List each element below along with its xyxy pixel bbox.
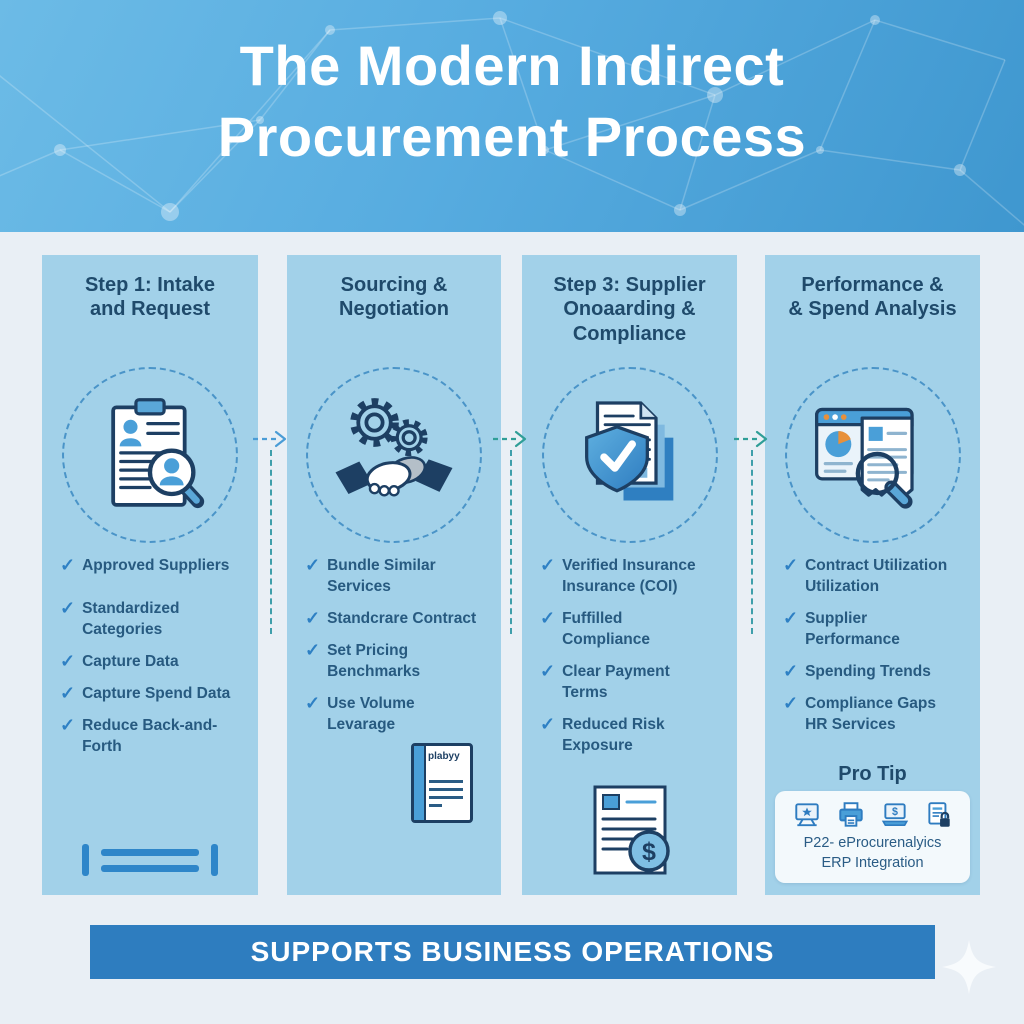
check-icon: ✓	[60, 555, 76, 575]
checklist-item: ✓Use Volume Levarage	[305, 693, 415, 733]
pro-tip-title: Pro Tip	[838, 763, 907, 785]
footer-banner-text: SUPPORTS BUSINESS OPERATIONS	[250, 936, 775, 967]
step2-checklist: ✓Bundle Similar Services ✓Standcrare Con…	[295, 555, 493, 746]
step1-icon-area	[50, 361, 250, 549]
monitor-star-icon	[794, 803, 819, 827]
arrow-step1-to-step2	[253, 430, 287, 448]
step4-title: Performance & & Spend Analysis	[788, 274, 957, 321]
invoice-dollar-icon: $	[593, 785, 670, 875]
dashed-connector-line	[751, 450, 753, 634]
gears-handshake-icon	[335, 398, 453, 497]
checklist-item: ✓Spending Trends	[783, 661, 931, 681]
check-icon: ✓	[783, 608, 799, 628]
checklist-item: ✓Set Pricing Benchmarks	[305, 640, 421, 680]
bars-decoration	[82, 843, 218, 877]
dashed-circle-decoration	[541, 367, 718, 543]
checklist-item: ✓Capture Data	[60, 651, 179, 671]
check-icon: ✓	[783, 661, 799, 681]
step4-icon-area	[773, 361, 972, 549]
checklist-item: ✓Compliance Gaps HR Services	[783, 693, 937, 733]
shield-documents-icon	[584, 401, 673, 501]
dashed-circle-decoration	[62, 367, 238, 543]
check-icon: ✓	[60, 651, 76, 671]
checklist-item: ✓Supplier Performance	[783, 608, 900, 648]
sparkle-decoration	[942, 940, 996, 994]
checklist-item: ✓Verified Insurance Insurance (COI)	[540, 555, 696, 595]
check-icon: ✓	[305, 555, 321, 575]
clipboard-magnifier-icon	[111, 398, 205, 509]
check-icon: ✓	[305, 608, 321, 628]
step3-checklist: ✓Verified Insurance Insurance (COI) ✓Fuf…	[530, 555, 729, 767]
step3-title: Step 3: Supplier Onoaarding & Compliance	[553, 274, 706, 345]
printer-icon	[838, 802, 863, 828]
check-icon: ✓	[540, 714, 556, 734]
check-icon: ✓	[783, 693, 799, 713]
arrow-step2-to-step3	[493, 430, 527, 448]
playbook-icon: plabyy	[411, 743, 473, 823]
pro-tip-box: $ P22- eProcurenalyics ERP Integration	[775, 791, 970, 883]
step2-title: Sourcing & Negotiation	[339, 274, 449, 321]
step1-title: Step 1: Intake and Request	[84, 274, 216, 321]
check-icon: ✓	[60, 598, 76, 618]
arrow-step3-to-step4	[734, 430, 768, 448]
checklist-item: ✓Approved Suppliers	[60, 555, 230, 575]
checklist-item: ✓Standcrare Contract	[305, 608, 477, 628]
checklist-item: ✓Capture Spend Data	[60, 683, 231, 703]
check-icon: ✓	[783, 555, 799, 575]
dashed-circle-decoration	[306, 367, 482, 543]
check-icon: ✓	[540, 608, 556, 628]
document-lock-icon	[927, 802, 950, 828]
check-icon: ✓	[60, 715, 76, 735]
step-card-sourcing-negotiation: Sourcing & Negotiation ✓Bundle Simi	[287, 255, 501, 895]
dollar-glyph: $	[642, 838, 656, 866]
checklist-item: ✓Standardized Categories	[60, 598, 180, 638]
book-spine	[414, 746, 426, 820]
dashed-connector-line	[270, 450, 272, 634]
check-icon: ✓	[305, 693, 321, 713]
dashed-circle-decoration	[784, 367, 961, 543]
pro-tip-text: P22- eProcurenalyics ERP Integration	[803, 835, 942, 871]
step-card-supplier-onboarding: Step 3: Supplier Onoaarding & Compliance	[522, 255, 737, 895]
dashed-connector-line	[510, 450, 512, 634]
checklist-item: ✓Reduce Back-and-Forth	[60, 715, 218, 755]
dollar-glyph: $	[892, 806, 898, 818]
page-title: The Modern Indirect Procurement Process	[217, 34, 807, 169]
check-icon: ✓	[305, 640, 321, 660]
analytics-magnifier-icon	[814, 407, 914, 509]
checklist-item: ✓Bundle Similar Services	[305, 555, 436, 595]
check-icon: ✓	[60, 683, 76, 703]
step2-icon-area	[295, 361, 493, 549]
checklist-item: ✓Contract Utilization Utilization	[783, 555, 948, 595]
checklist-item: ✓Fuffilled Compliance	[540, 608, 650, 648]
step4-checklist: ✓Contract Utilization Utilization ✓Suppl…	[773, 555, 972, 746]
step3-icon-area	[530, 361, 729, 549]
header-banner: The Modern Indirect Procurement Process	[0, 0, 1024, 232]
step-card-performance-spend: Performance & & Spend Analysis	[765, 255, 980, 895]
laptop-dollar-icon: $	[881, 803, 908, 827]
step1-checklist: ✓Approved Suppliers ✓Standardized Catego…	[50, 555, 250, 768]
book-label: plabyy	[428, 751, 460, 762]
check-icon: ✓	[540, 555, 556, 575]
check-icon: ✓	[540, 661, 556, 681]
network-pattern-decoration	[0, 11, 1024, 226]
checklist-item: ✓Clear Payment Terms	[540, 661, 670, 701]
pro-tip-icons: $	[792, 800, 954, 830]
step-card-intake-request: Step 1: Intake and Request ✓Appr	[42, 255, 258, 895]
footer-banner: SUPPORTS BUSINESS OPERATIONS	[90, 925, 935, 979]
checklist-item: ✓Reduced Risk Exposure	[540, 714, 665, 754]
